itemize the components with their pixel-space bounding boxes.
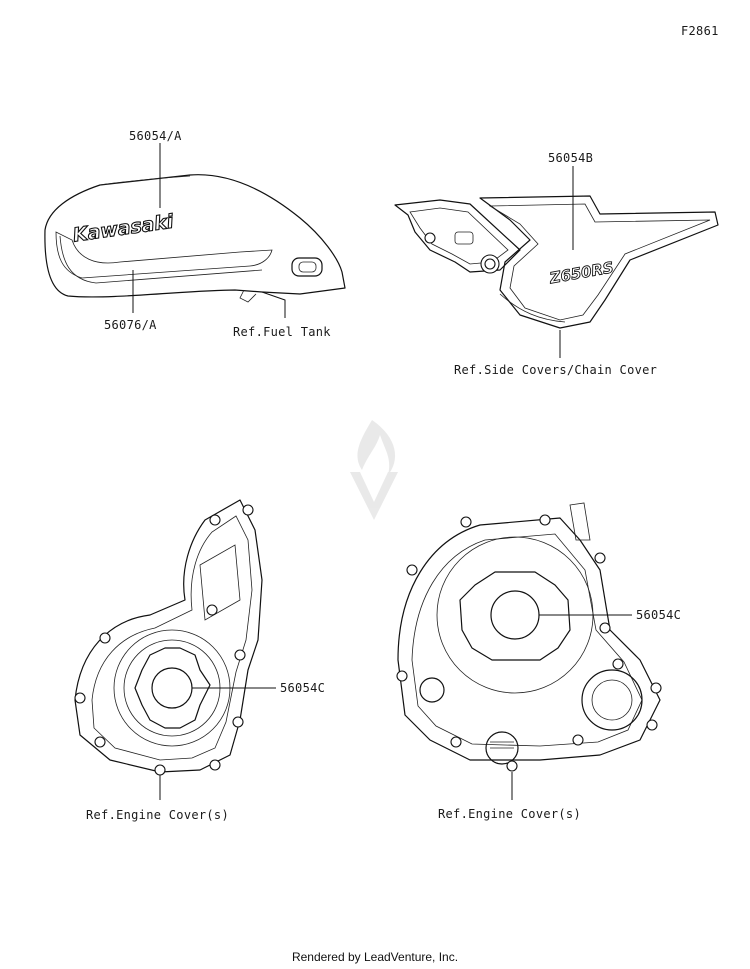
- left-engine-cover: [74, 499, 263, 776]
- leader-fuel-tank: [261, 291, 286, 318]
- ref-fuel-tank: Ref.Fuel Tank: [233, 325, 331, 339]
- ref-right-engine-cover: Ref.Engine Cover(s): [438, 807, 581, 821]
- fuel-tank: Kawasaki: [44, 174, 346, 303]
- right-engine-cover: [396, 502, 662, 772]
- side-covers: Z650RS: [394, 195, 719, 329]
- watermark-logo: [350, 420, 398, 520]
- tank-brand-decal: Kawasaki: [71, 211, 175, 247]
- callout-tank-emblem: 56054/A: [129, 129, 182, 143]
- side-cover-model-decal: Z650RS: [547, 258, 615, 287]
- callout-left-engine-emblem: 56054C: [280, 681, 325, 695]
- callout-side-cover-emblem: 56054B: [548, 151, 593, 165]
- callout-right-engine-emblem: 56054C: [636, 608, 681, 622]
- ref-left-engine-cover: Ref.Engine Cover(s): [86, 808, 229, 822]
- ref-side-covers: Ref.Side Covers/Chain Cover: [454, 363, 657, 377]
- figure-id: F2861: [681, 24, 719, 38]
- footer-credit: Rendered by LeadVenture, Inc.: [291, 950, 459, 964]
- callout-tank-stripe: 56076/A: [104, 318, 157, 332]
